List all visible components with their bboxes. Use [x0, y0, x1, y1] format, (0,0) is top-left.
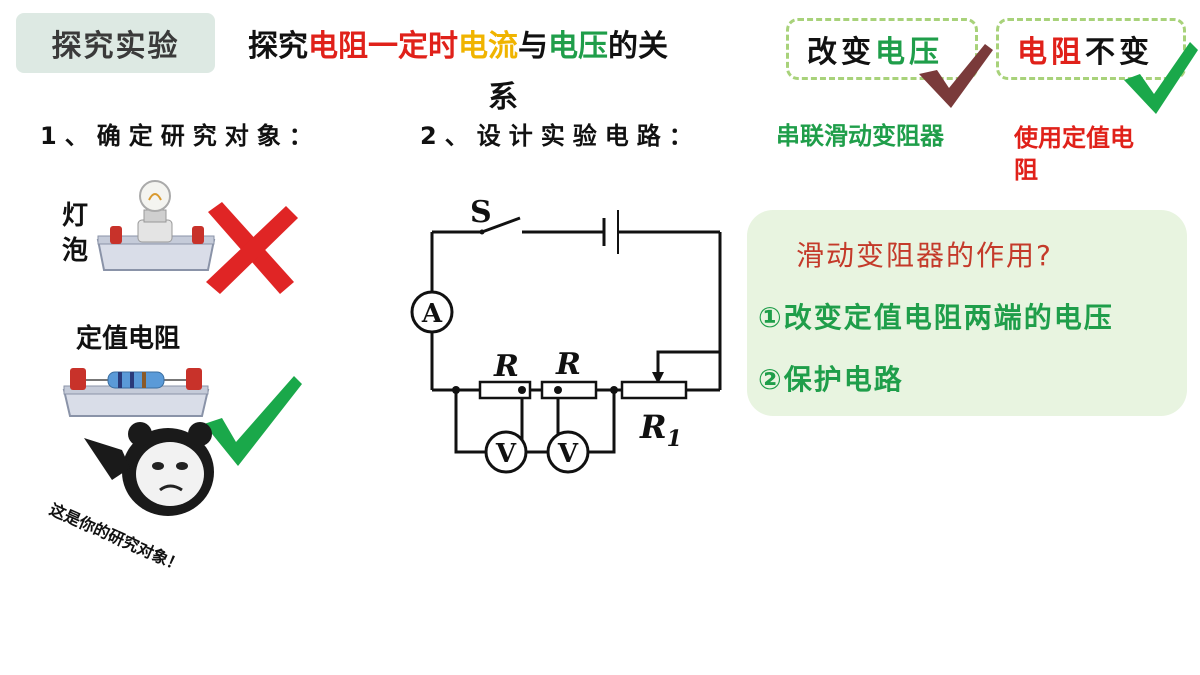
check-green-big-icon	[204, 376, 302, 466]
switch-blade	[481, 216, 521, 234]
change-prefix: 改变	[807, 35, 875, 70]
circuit-diagram: A V V S R R R1	[410, 195, 722, 474]
rheostat-label-sub: 1	[667, 426, 682, 452]
switch-contact-left	[479, 229, 485, 235]
page-title: 探究电阻一定时电流与电压的关	[248, 26, 668, 68]
voltmeter1-left-lead	[454, 390, 486, 454]
method-fixed-resistor-line2: 阻	[1014, 156, 1038, 184]
check-dark-icon	[919, 44, 993, 108]
junction-dot	[610, 386, 618, 394]
switch-label: S	[470, 195, 492, 230]
keep-resistance-box: 电阻不变	[996, 18, 1186, 80]
title-part: 与	[518, 29, 548, 64]
fixed-resistor-label: 定值电阻	[76, 324, 181, 354]
change-voltage-box: 改变电压	[786, 18, 978, 80]
check-green-icon	[1124, 42, 1198, 114]
resistor-2-body	[540, 380, 598, 400]
keep-prefix: 电阻	[1017, 35, 1085, 70]
rheostat-label: R1	[639, 408, 682, 452]
resistor-1-label: R	[493, 349, 519, 384]
role-question: 滑动变阻器的作用?	[796, 239, 1053, 272]
bulb-label-2: 泡	[62, 236, 89, 266]
step-1-label: 1、确定研究对象：	[40, 122, 321, 150]
change-suffix: 电压	[875, 35, 943, 70]
keep-suffix: 不变	[1085, 35, 1153, 70]
title-part-resistance: 电阻	[308, 29, 368, 64]
resistor-1-body	[478, 380, 532, 400]
rheostat-slider-wire	[656, 350, 720, 378]
junction-dot	[518, 386, 526, 394]
bulb-board-icon	[96, 180, 216, 271]
ammeter-circle	[410, 290, 454, 334]
method-fixed-resistor-line1: 使用定值电	[1014, 124, 1134, 152]
cross-red-icon	[206, 202, 298, 294]
voltmeter2-right-lead	[588, 390, 616, 454]
title-part: 的关	[608, 29, 668, 64]
title-part: 探究	[248, 29, 308, 64]
page-title-line2: 系	[488, 80, 518, 115]
voltmeter-2-label: V	[557, 439, 579, 469]
panda-meme-icon	[84, 422, 214, 516]
rheostat-body	[620, 380, 688, 400]
junction-dot	[554, 386, 562, 394]
title-part-voltage: 电压	[548, 29, 608, 64]
ammeter-label: A	[421, 299, 443, 329]
junction-dot	[452, 386, 460, 394]
role-answer-1: ①改变定值电阻两端的电压	[758, 301, 1114, 334]
rheostat-label-main: R	[639, 408, 667, 446]
method-series-rheostat: 串联滑动变阻器	[776, 122, 944, 150]
title-part-current: 电流	[458, 29, 518, 64]
role-answer-2: ②保护电路	[758, 363, 904, 396]
section-badge: 探究实验	[16, 13, 215, 73]
rheostat-slider-arrow	[652, 372, 664, 384]
fixed-resistor-board-icon	[62, 368, 210, 417]
step-2-label: 2、设计实验电路：	[420, 122, 701, 150]
title-part: 一定时	[368, 29, 458, 64]
voltmeter-1-circle	[484, 430, 528, 474]
rheostat-role-box	[747, 210, 1187, 416]
voltmeter-1-label: V	[495, 439, 517, 469]
voltmeter-2-circle	[546, 430, 590, 474]
bulb-label-1: 灯	[62, 201, 89, 231]
resistor-2-label: R	[555, 347, 581, 382]
